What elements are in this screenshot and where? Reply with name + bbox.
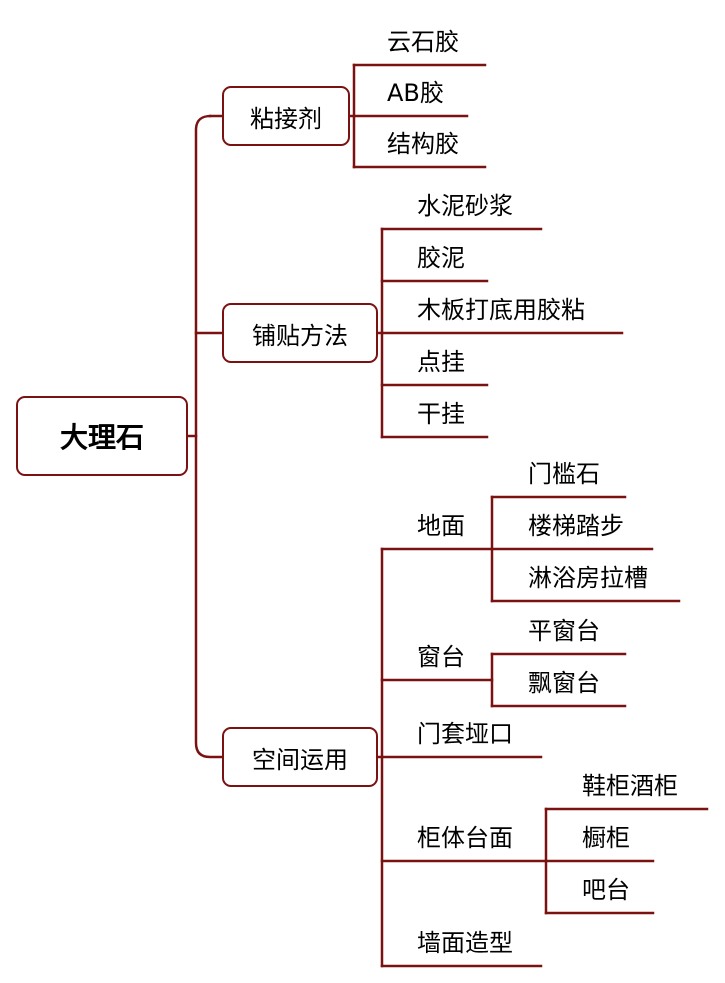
subnode-wall-feature: 墙面造型: [417, 929, 513, 957]
leaf-tile-adhesive: 胶泥: [417, 244, 465, 272]
leaf-bay-window-sill: 飘窗台: [528, 669, 600, 697]
leaf-wood-board-glue: 木板打底用胶粘: [417, 296, 585, 324]
leaf-shoe-wine-cabinet: 鞋柜酒柜: [582, 772, 678, 800]
connector-root-branch-1: [194, 114, 224, 759]
branch-node-laying-method: 铺贴方法: [222, 303, 378, 363]
leaf-ab-glue: AB胶: [387, 79, 444, 107]
subnode-floor: 地面: [417, 512, 465, 540]
branch-node-adhesive: 粘接剂: [222, 86, 350, 146]
leaf-dry-hanging: 干挂: [417, 400, 465, 428]
root-node: 大理石: [16, 396, 188, 476]
leaf-stair-step: 楼梯踏步: [528, 512, 624, 540]
leaf-cement-mortar: 水泥砂浆: [417, 192, 513, 220]
leaf-kitchen-cabinet: 橱柜: [582, 824, 630, 852]
subnode-window-sill: 窗台: [417, 643, 465, 671]
subnode-door-frame: 门套垭口: [417, 720, 513, 748]
leaf-flat-sill: 平窗台: [528, 617, 600, 645]
leaf-spot-hanging: 点挂: [417, 348, 465, 376]
subnode-cabinet-top: 柜体台面: [417, 824, 513, 852]
leaf-bar-counter: 吧台: [582, 876, 630, 904]
leaf-shower-groove: 淋浴房拉槽: [528, 564, 648, 592]
leaf-marble-glue: 云石胶: [387, 28, 459, 56]
leaf-structural-glue: 结构胶: [387, 130, 459, 158]
branch-node-space-usage: 空间运用: [222, 727, 378, 787]
leaf-threshold-stone: 门槛石: [528, 460, 600, 488]
